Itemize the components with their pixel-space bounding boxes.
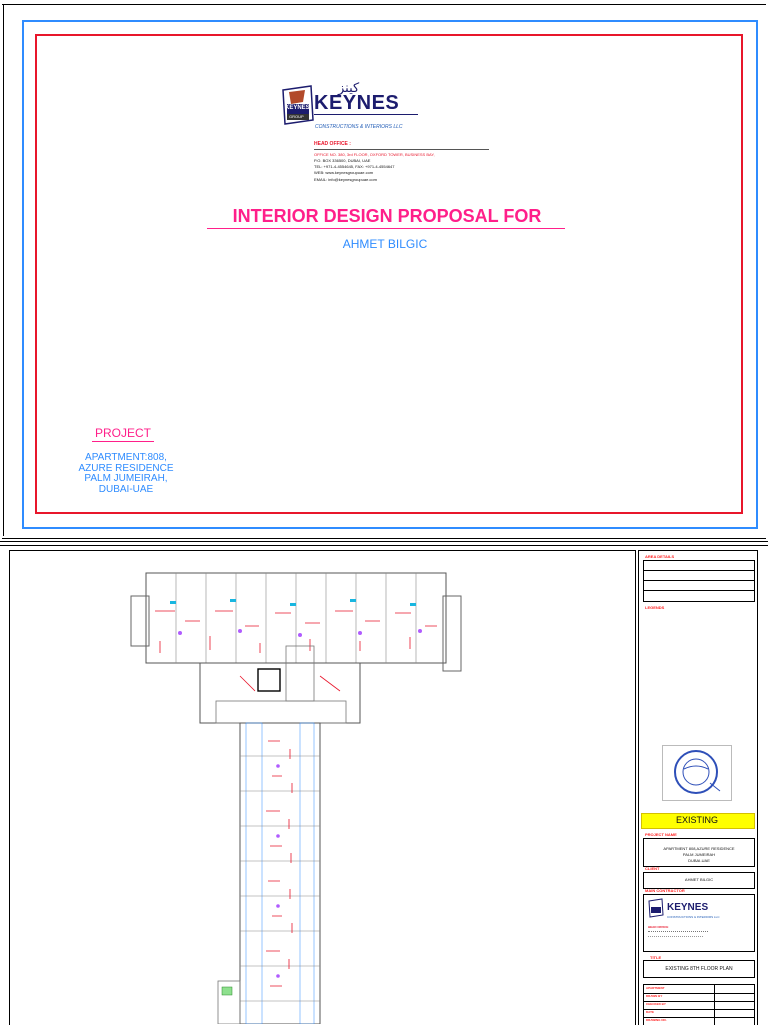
office-line-4: WEB: www.keynesgroupuae.com bbox=[314, 170, 374, 175]
info-label-5: DRAWING NO. bbox=[646, 1018, 667, 1022]
project-name-label: PROJECT NAME bbox=[645, 832, 677, 837]
company-stamp-frame bbox=[662, 745, 732, 801]
project-address-line-2: AZURE RESIDENCE bbox=[78, 463, 174, 474]
floor-plan-drawing bbox=[130, 572, 462, 1024]
sheet-title-cell bbox=[643, 960, 755, 978]
project-name-line-2: PALM JUMEIRAH bbox=[682, 852, 716, 857]
contractor-brand: KEYNES bbox=[667, 902, 709, 913]
floor-plan-frame bbox=[9, 550, 636, 1025]
logo-badge-sub: GROUP bbox=[289, 114, 304, 119]
office-line-5: EMAIL: info@keynesgroupuae.com bbox=[314, 177, 377, 182]
project-address-line-4: DUBAI-UAE bbox=[98, 484, 154, 495]
info-label-2: DRAWN BY bbox=[646, 994, 663, 998]
drawing-info-table bbox=[643, 984, 755, 1025]
cover-sheet-edge bbox=[3, 4, 4, 536]
legends-label: LEGENDS bbox=[645, 605, 665, 610]
logo-badge-text: KEYNES bbox=[285, 105, 310, 111]
title-block bbox=[638, 550, 758, 1025]
status-label: EXISTING bbox=[675, 815, 718, 825]
info-label-3: CHECKED BY bbox=[646, 1002, 666, 1006]
project-name-line-1: APARTMENT 808,AZURE RESIDENCE bbox=[663, 846, 735, 851]
office-rule bbox=[314, 149, 489, 150]
client-name-tb: AHMET BILGIC bbox=[684, 877, 714, 882]
logo-brand: KEYNES bbox=[314, 92, 400, 114]
logo-rule bbox=[314, 114, 418, 115]
contractor-tagline: CONSTRUCTIONS & INTERIORS LLC bbox=[667, 915, 720, 919]
office-line-1: OFFICE NO. 380, 3rd FLOOR, OXFORD TOWER,… bbox=[314, 152, 435, 157]
contractor-office: HEAD OFFICE bbox=[648, 925, 669, 929]
info-label-4: DATE bbox=[646, 1010, 654, 1014]
cover-outer-frame bbox=[22, 20, 758, 529]
cover-inner-frame bbox=[35, 34, 743, 514]
project-name-line-3: DUBAI-UAE bbox=[688, 858, 710, 863]
keynes-logo-badge bbox=[282, 85, 314, 125]
info-label-1: APARTMENT bbox=[646, 986, 665, 990]
client-cell bbox=[643, 872, 755, 889]
project-address-line-1: APARTMENT:808, bbox=[85, 452, 167, 463]
contractor-office-rule bbox=[648, 931, 708, 932]
project-name-cell bbox=[643, 838, 755, 867]
sheet-title: EXISTING 8TH FLOOR PLAN bbox=[665, 966, 733, 972]
office-line-3: TEL: +971-4-4554645, FAX: +971-4-4554647 bbox=[314, 164, 395, 169]
sheet-separator-bottom bbox=[0, 545, 768, 546]
office-line-2: P.O. BOX 336500, DUBAI, UAE bbox=[314, 158, 371, 163]
company-stamp bbox=[674, 750, 721, 794]
status-badge bbox=[641, 813, 755, 829]
office-heading: HEAD OFFICE : bbox=[314, 141, 351, 147]
project-underline bbox=[92, 441, 154, 442]
area-details-label: AREA DETAILS bbox=[645, 554, 675, 559]
client-name: AHMET BILGIC bbox=[342, 237, 428, 251]
contractor-office-rule-2 bbox=[648, 936, 703, 937]
area-details-table bbox=[643, 560, 755, 602]
project-address-line-3: PALM JUMEIRAH, bbox=[84, 473, 168, 484]
cover-sheet bbox=[2, 4, 766, 539]
project-label: PROJECT bbox=[94, 426, 151, 440]
client-label: CLIENT bbox=[645, 866, 660, 871]
proposal-title: INTERIOR DESIGN PROPOSAL FOR bbox=[232, 206, 542, 226]
logo-arabic: كينز bbox=[338, 80, 360, 95]
title-underline bbox=[207, 228, 565, 229]
contractor-logo-badge bbox=[648, 898, 664, 918]
title-label: TITLE bbox=[650, 955, 662, 960]
sheet-separator-top bbox=[0, 541, 768, 542]
contractor-label: MAIN CONTRACTOR bbox=[645, 888, 685, 893]
contractor-cell bbox=[643, 894, 755, 952]
logo-tagline: CONSTRUCTIONS & INTERIORS LLC bbox=[315, 124, 403, 130]
